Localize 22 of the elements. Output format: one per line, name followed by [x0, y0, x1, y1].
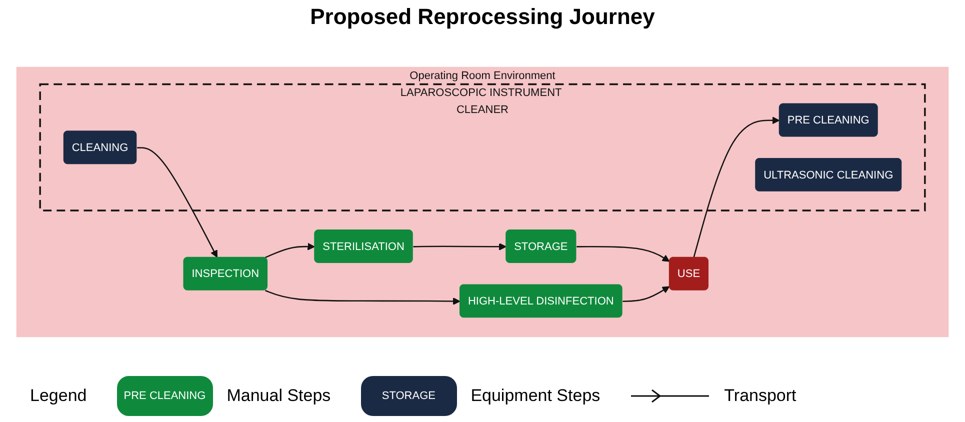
diagram-title: Proposed Reprocessing Journey: [310, 4, 655, 30]
node-box: STORAGE: [506, 230, 576, 263]
arrow: [622, 286, 670, 302]
node-box: ULTRASONIC CLEANING: [755, 158, 902, 192]
arrow: [413, 242, 506, 250]
legend-text: Transport: [724, 386, 796, 406]
node-box: STERILISATION: [314, 230, 413, 263]
node-box: PRE CLEANING: [778, 103, 878, 137]
arrow: [264, 290, 460, 305]
arrow: [693, 116, 780, 258]
arrow: [137, 147, 218, 258]
node-box: HIGH-LEVEL DISINFECTION: [460, 284, 622, 318]
arrow: [264, 242, 315, 258]
swatch-label: STORAGE: [382, 390, 436, 402]
node-box: INSPECTION: [183, 256, 268, 290]
node-box: USE: [668, 256, 709, 290]
arrow: [576, 246, 670, 262]
swatch-label: PRE CLEANING: [124, 390, 206, 402]
node-box: CLEANING: [63, 130, 137, 164]
legend-text: Equipment Steps: [470, 386, 600, 406]
legend-heading: Legend: [30, 386, 87, 406]
legend-text: Manual Steps: [226, 386, 331, 406]
